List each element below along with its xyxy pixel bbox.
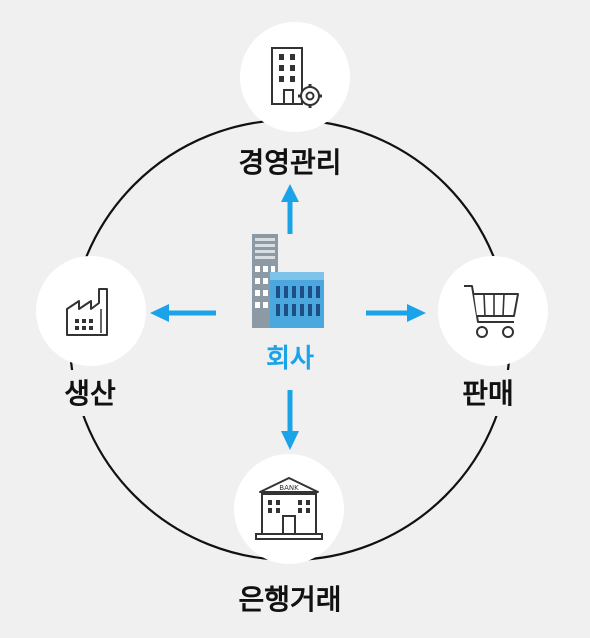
arrow-up — [281, 184, 299, 234]
arrow-down — [281, 390, 299, 450]
node-sales-label: 판매 — [462, 377, 514, 410]
node-sales — [438, 256, 548, 366]
bank-icon: BANK — [255, 477, 323, 540]
factory-icon — [66, 288, 108, 336]
center-company-label: 회사 — [266, 344, 314, 374]
arrow-right — [366, 304, 426, 322]
node-management — [240, 22, 350, 132]
bank-sign-text: BANK — [279, 484, 299, 492]
company-building-icon — [252, 234, 324, 328]
arrow-left — [150, 304, 216, 322]
node-management-label: 경영관리 — [238, 146, 342, 179]
node-production-label: 생산 — [64, 377, 116, 410]
building-gear-icon — [271, 47, 322, 108]
node-banking: BANK — [234, 454, 344, 564]
shopping-cart-icon — [464, 285, 519, 338]
node-production — [36, 256, 146, 366]
node-banking-label: 은행거래 — [238, 583, 342, 616]
